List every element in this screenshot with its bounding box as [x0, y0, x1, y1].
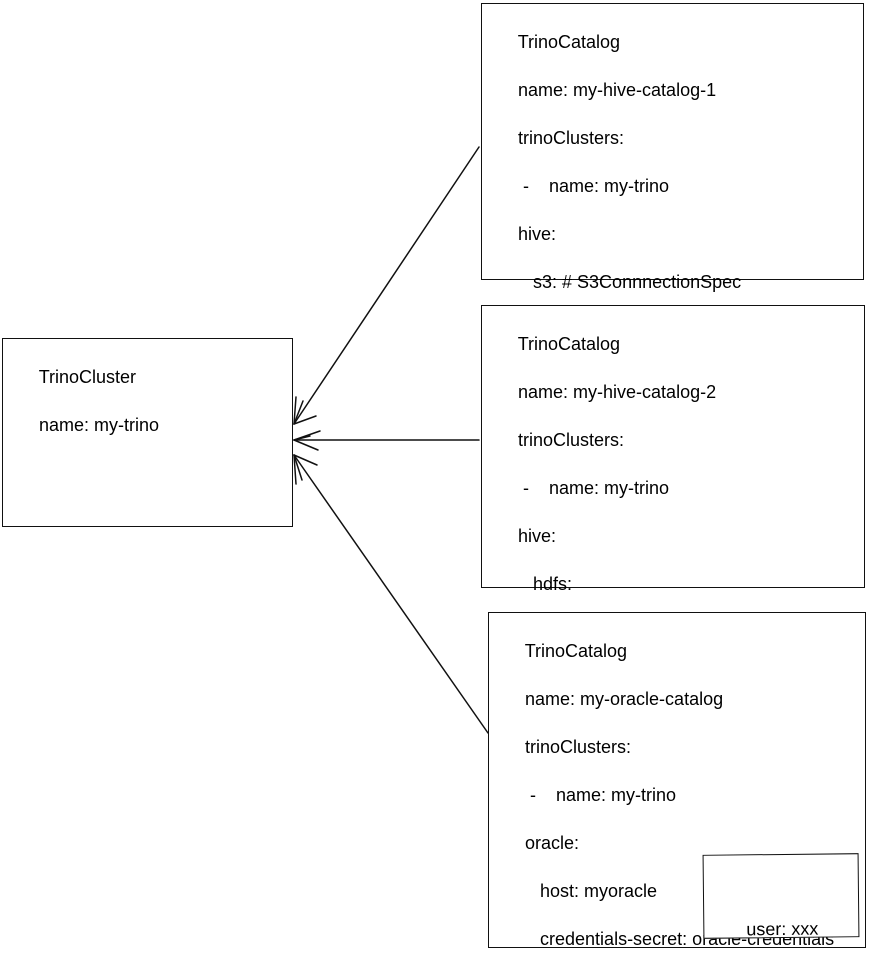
catalog-hive-2-line-3: - name: my-trino — [518, 478, 670, 498]
catalog-oracle-line-2: trinoClusters: — [525, 737, 632, 757]
edge-hive-2-to-cluster — [293, 430, 480, 451]
catalog-oracle-line-4: oracle: — [525, 833, 580, 853]
catalog-hive-1-line-0: TrinoCatalog — [517, 32, 621, 52]
edge-oracle-to-cluster — [293, 454, 489, 734]
catalog-hive-2-line-2: trinoClusters: — [518, 430, 625, 450]
node-catalog-oracle-body: TrinoCatalog name: my-oracle-catalog tri… — [495, 615, 834, 954]
node-oracle-credentials-secret[interactable]: user: xxx password: xxx — [702, 853, 860, 939]
catalog-hive-2-line-0: TrinoCatalog — [517, 334, 621, 354]
node-catalog-hive-1[interactable]: TrinoCatalog name: my-hive-catalog-1 tri… — [481, 3, 864, 436]
trino-cluster-line-1: name: my-trino — [39, 415, 160, 435]
catalog-hive-2-line-1: name: my-hive-catalog-2 — [518, 382, 717, 402]
catalog-hive-2-line-5: hdfs: — [518, 574, 573, 594]
catalog-hive-1-line-5: s3: # S3ConnnectionSpec — [518, 272, 742, 292]
catalog-oracle-line-3: - name: my-trino — [525, 785, 677, 805]
catalog-hive-1-line-3: - name: my-trino — [518, 176, 670, 196]
edge-hive-1-to-cluster — [293, 146, 480, 425]
catalog-hive-1-line-2: trinoClusters: — [518, 128, 625, 148]
catalog-oracle-line-1: name: my-oracle-catalog — [525, 689, 724, 709]
arrow-barb-group — [293, 396, 311, 485]
catalog-hive-1-line-4: hive: — [518, 224, 557, 244]
node-trino-cluster[interactable]: TrinoCluster name: my-trino — [2, 338, 293, 527]
node-secret-body: user: xxx password: xxx — [704, 868, 862, 954]
catalog-hive-2-line-4: hive: — [518, 526, 557, 546]
node-trino-cluster-body: TrinoCluster name: my-trino — [9, 341, 159, 461]
node-catalog-oracle[interactable]: TrinoCatalog name: my-oracle-catalog tri… — [488, 612, 866, 949]
catalog-oracle-line-0: TrinoCatalog — [524, 641, 628, 661]
trino-cluster-line-0: TrinoCluster — [38, 367, 137, 387]
node-catalog-hive-2[interactable]: TrinoCatalog name: my-hive-catalog-2 tri… — [481, 305, 865, 690]
secret-line-0: user: xxx — [746, 918, 819, 940]
catalog-hive-1-line-1: name: my-hive-catalog-1 — [518, 80, 717, 100]
catalog-oracle-line-5: host: myoracle — [525, 881, 658, 901]
